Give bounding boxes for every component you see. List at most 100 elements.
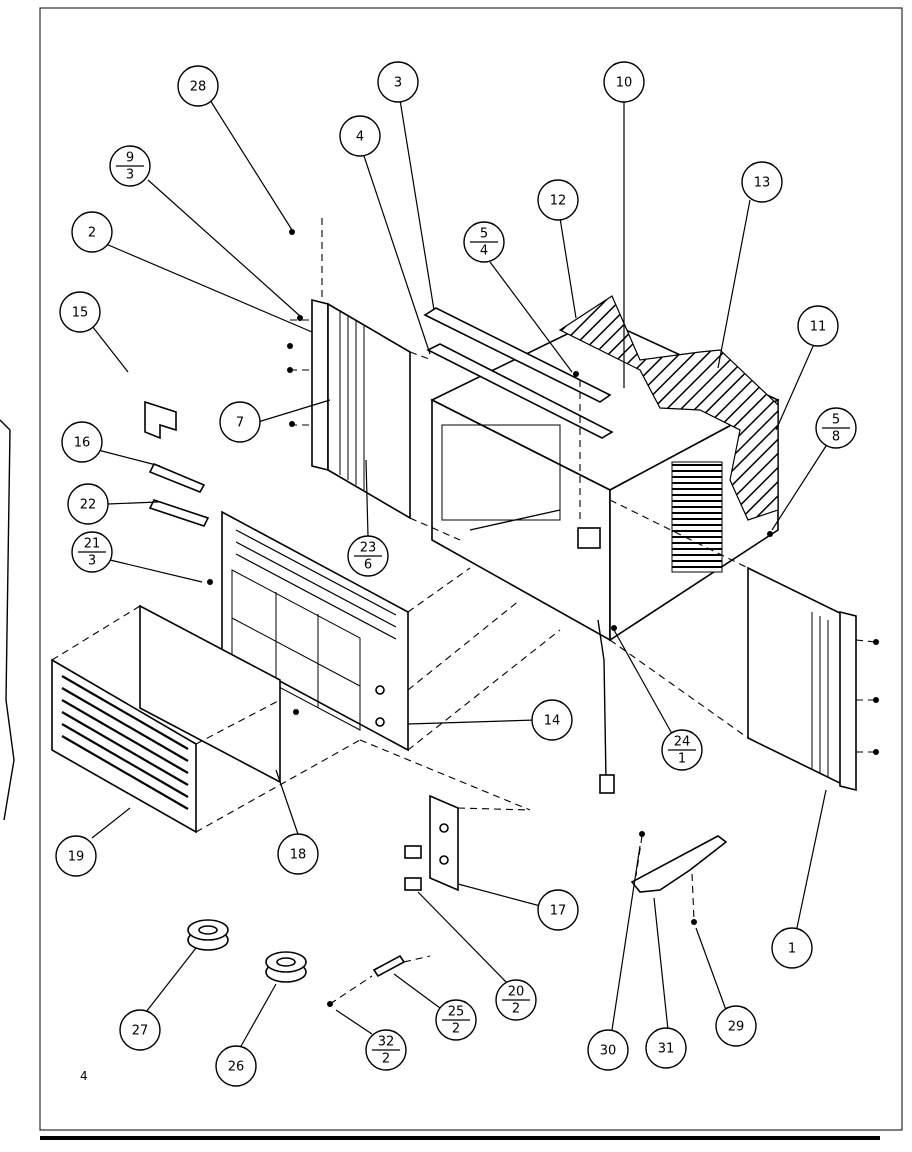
- callout-c31: 31: [645, 1027, 687, 1069]
- leader-lines: [91, 99, 827, 1049]
- callout-number: 10: [616, 76, 633, 91]
- callout-circle: [531, 699, 573, 741]
- callout-c28: 28: [177, 65, 219, 107]
- callout-c4: 4: [339, 115, 381, 157]
- callout-number: 19: [68, 850, 85, 865]
- callout-numerator: 5: [832, 413, 840, 428]
- page-frame: [0, 7, 903, 1140]
- callout-number: 2: [88, 226, 96, 241]
- callout-number: 7: [236, 416, 244, 431]
- callout-c16: 16: [61, 421, 103, 463]
- callout-c18: 18: [277, 833, 319, 875]
- callout-c2: 2: [71, 211, 113, 253]
- callout-c10: 10: [603, 61, 645, 103]
- callout-denominator: 2: [382, 1052, 390, 1067]
- mounting-bracket: [404, 794, 459, 892]
- callout-circle: [219, 401, 261, 443]
- callout-circle: [277, 833, 319, 875]
- callout-number: 4: [356, 130, 364, 145]
- callout-number: 1: [788, 942, 796, 957]
- callout-circle: [61, 421, 103, 463]
- callout-circle: [215, 1045, 257, 1087]
- callout-numerator: 32: [378, 1035, 395, 1050]
- callout-circle: [55, 835, 97, 877]
- callout-labels: 2893215162221374354101213115823614241119…: [55, 61, 857, 1087]
- callout-circle: [71, 211, 113, 253]
- callout-c25: 252: [435, 999, 477, 1041]
- callout-number: 3: [394, 76, 402, 91]
- callout-c17: 17: [537, 889, 579, 931]
- front-panel: [139, 510, 409, 784]
- callout-c3: 3: [377, 61, 419, 103]
- callout-c27: 27: [119, 1009, 161, 1051]
- cabinet-assembly: [430, 295, 780, 794]
- callout-circle: [645, 1027, 687, 1069]
- callout-c26: 26: [215, 1045, 257, 1087]
- callout-circle: [59, 291, 101, 333]
- callout-circle: [587, 1029, 629, 1071]
- callout-circle: [797, 305, 839, 347]
- callout-circle: [537, 179, 579, 221]
- callout-number: 12: [550, 194, 567, 209]
- callout-denominator: 2: [512, 1002, 520, 1017]
- callout-denominator: 1: [678, 752, 686, 767]
- callout-c5b: 58: [815, 407, 857, 449]
- callout-circle: [119, 1009, 161, 1051]
- callout-circle: [537, 889, 579, 931]
- callout-c14: 14: [531, 699, 573, 741]
- callout-c13: 13: [741, 161, 783, 203]
- callout-numerator: 23: [360, 541, 377, 556]
- callout-number: 18: [290, 848, 307, 863]
- callout-number: 28: [190, 80, 207, 95]
- callout-denominator: 8: [832, 430, 840, 445]
- callout-c23: 236: [347, 535, 389, 577]
- callout-number: 22: [80, 498, 97, 513]
- callout-circle: [177, 65, 219, 107]
- callout-number: 16: [74, 436, 91, 451]
- left-side-curtain: [311, 298, 411, 520]
- callout-numerator: 5: [480, 227, 488, 242]
- callout-number: 27: [132, 1024, 149, 1039]
- small-parts-left: [144, 400, 210, 527]
- callout-c29: 29: [715, 1005, 757, 1047]
- callout-c22: 22: [67, 483, 109, 525]
- callout-denominator: 3: [88, 554, 96, 569]
- tape-rolls: [187, 919, 406, 1007]
- right-side-curtain: [747, 566, 857, 792]
- screws: [207, 229, 879, 755]
- callout-circle: [741, 161, 783, 203]
- callout-c30: 30: [587, 1029, 629, 1071]
- callout-c1: 1: [771, 927, 813, 969]
- callout-number: 11: [810, 320, 827, 335]
- callout-numerator: 20: [508, 985, 525, 1000]
- callout-circle: [377, 61, 419, 103]
- callout-number: 15: [72, 306, 89, 321]
- callout-c21: 213: [71, 531, 113, 573]
- callout-denominator: 6: [364, 558, 372, 573]
- callout-number: 13: [754, 176, 771, 191]
- callout-number: 29: [728, 1020, 745, 1035]
- callout-number: 30: [600, 1044, 617, 1059]
- side-louvers: [671, 461, 723, 573]
- callout-number: 17: [550, 904, 567, 919]
- callout-denominator: 2: [452, 1022, 460, 1037]
- callout-numerator: 25: [448, 1005, 465, 1020]
- callout-numerator: 9: [126, 151, 134, 166]
- callout-numerator: 21: [84, 537, 101, 552]
- callout-number: 26: [228, 1060, 245, 1075]
- callout-circle: [771, 927, 813, 969]
- callout-c24: 241: [661, 729, 703, 771]
- callout-circle: [715, 1005, 757, 1047]
- support-rail: [630, 831, 728, 925]
- callout-c15: 15: [59, 291, 101, 333]
- callout-circle: [339, 115, 381, 157]
- callout-c7: 7: [219, 401, 261, 443]
- callout-c5a: 54: [463, 221, 505, 263]
- callout-numerator: 24: [674, 735, 691, 750]
- callout-circle: [603, 61, 645, 103]
- callout-number: 14: [544, 714, 561, 729]
- callout-number: 31: [658, 1042, 675, 1057]
- callout-denominator: 4: [480, 244, 488, 259]
